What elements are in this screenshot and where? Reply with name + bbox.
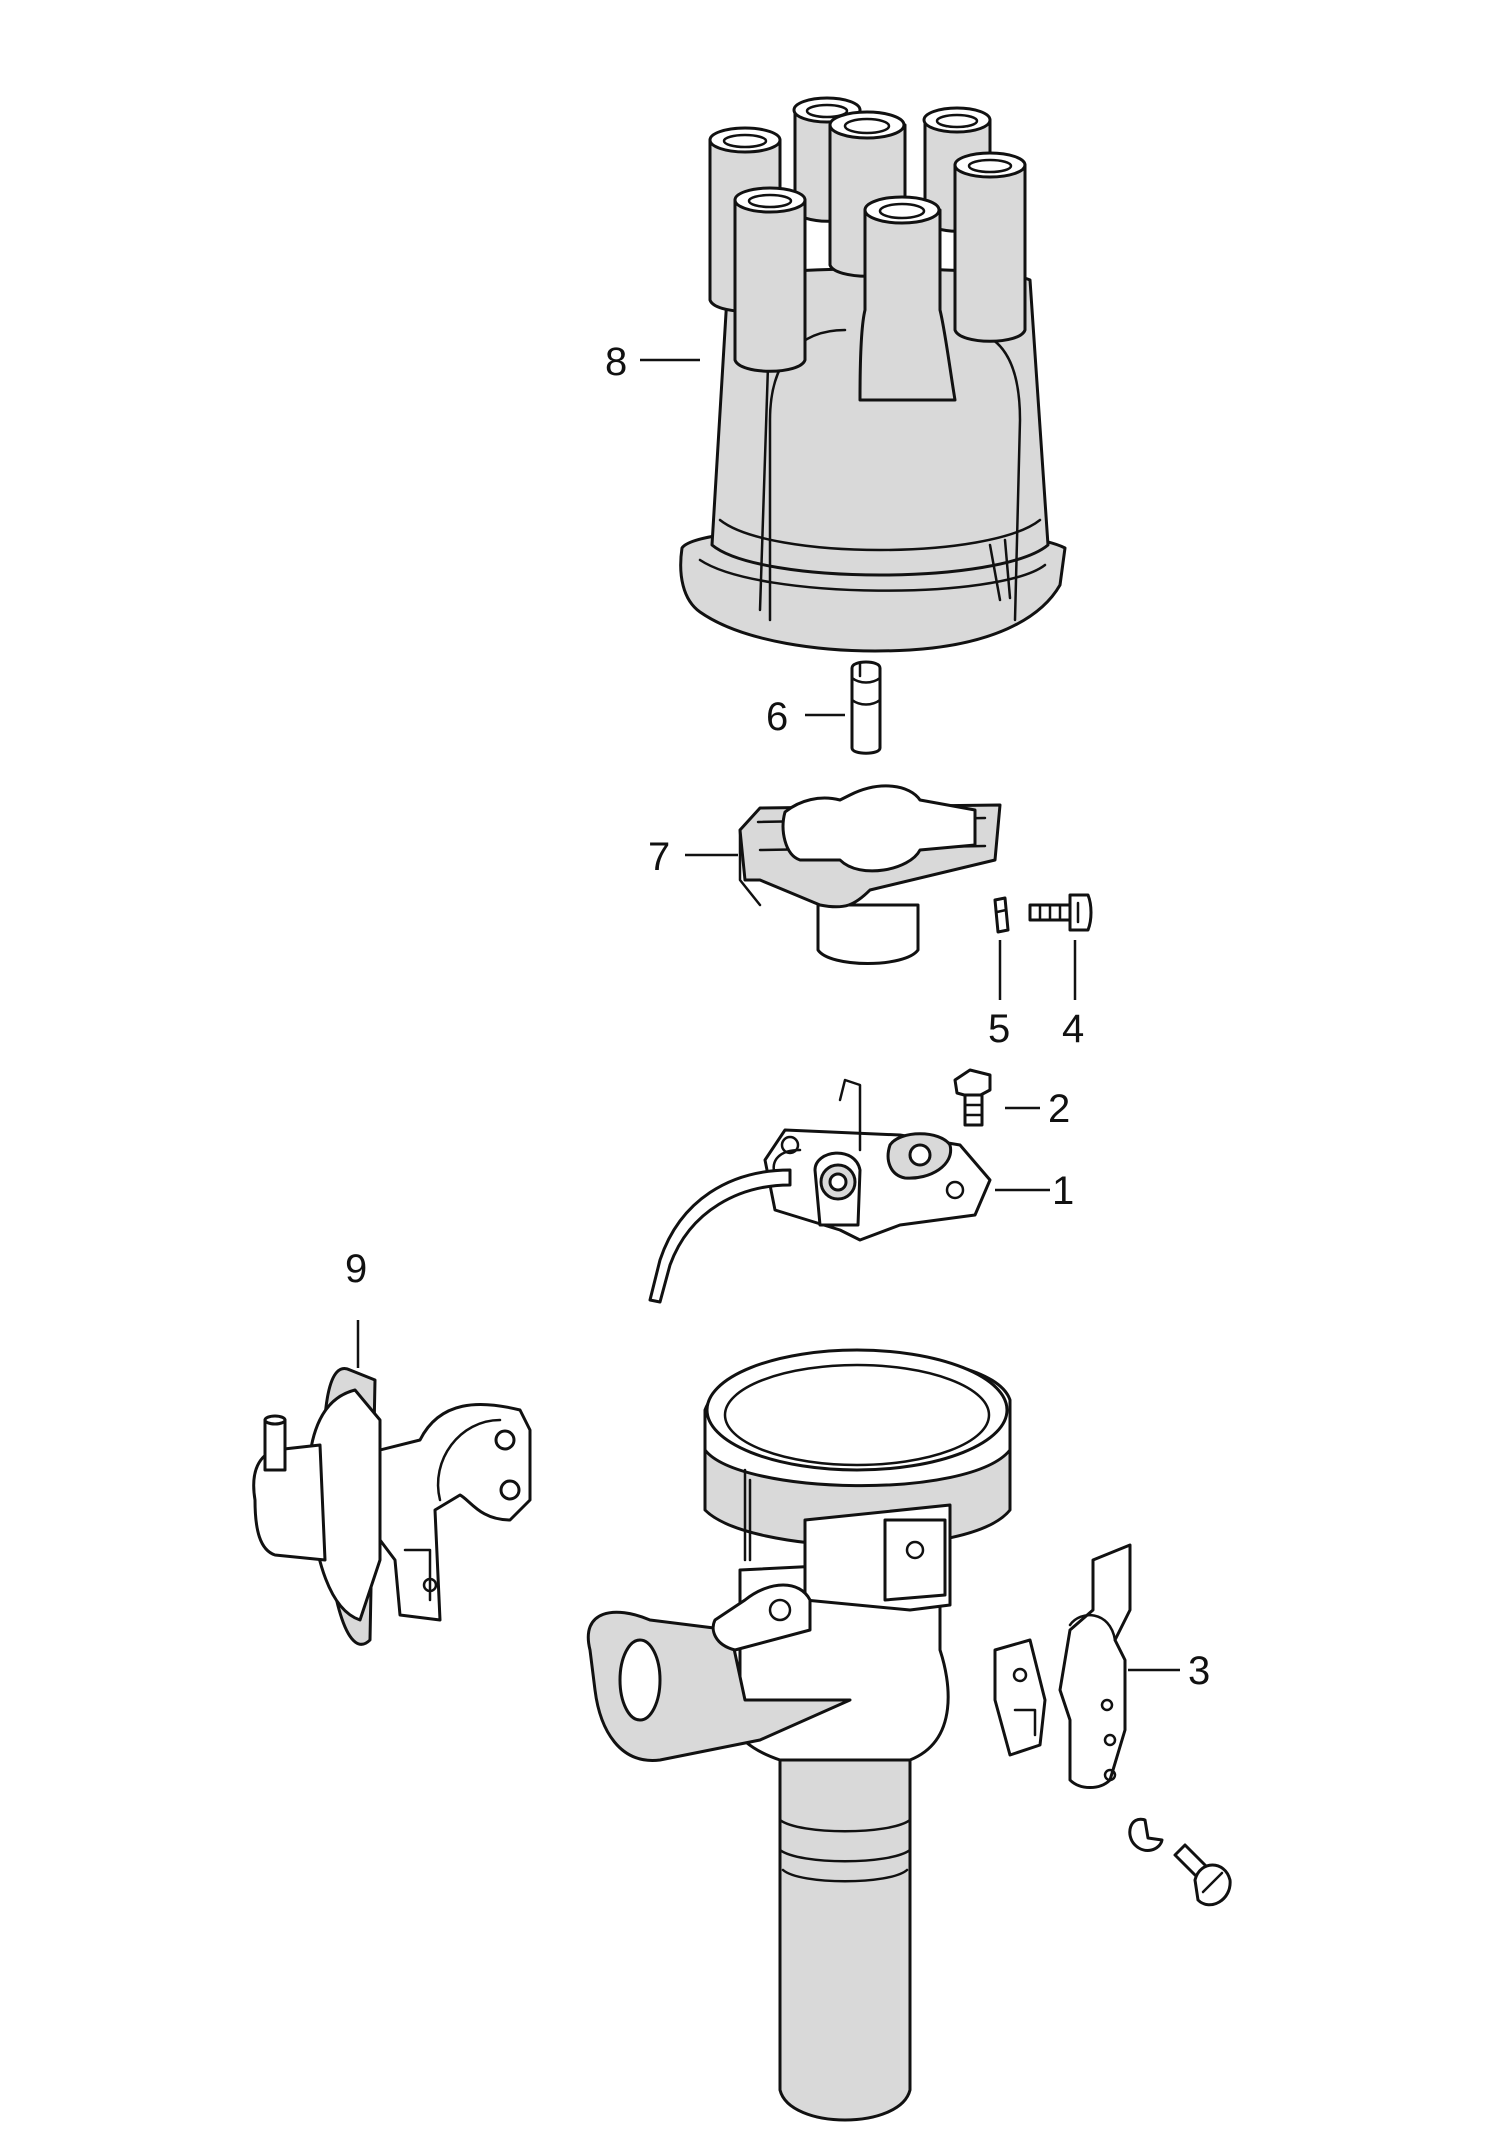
callout-2: 2 — [1048, 1087, 1070, 1131]
washer — [993, 896, 1010, 934]
hex-screw — [953, 1068, 992, 1127]
callout-7: 7 — [648, 835, 670, 879]
callout-4: 4 — [1062, 1007, 1084, 1051]
carbon-brush — [850, 660, 882, 755]
distributor-cap — [679, 96, 1067, 653]
slotted-screw — [1028, 893, 1093, 932]
contact-breaker-points — [648, 1078, 992, 1304]
distributor-rotor — [738, 784, 1002, 965]
callout-3: 3 — [1188, 1649, 1210, 1693]
callout-6: 6 — [766, 695, 788, 739]
callout-9: 9 — [345, 1247, 367, 1291]
distributor-body — [586, 1348, 1012, 2122]
callout-1: 1 — [1052, 1169, 1074, 1213]
vacuum-unit — [252, 1367, 532, 1646]
callout-8: 8 — [605, 340, 627, 384]
callout-5: 5 — [988, 1007, 1010, 1051]
clamp-bracket — [993, 1543, 1232, 1907]
callout-labels: 1 2 3 4 5 6 7 8 9 — [345, 340, 1210, 1693]
leader-lines — [356, 358, 1180, 1672]
